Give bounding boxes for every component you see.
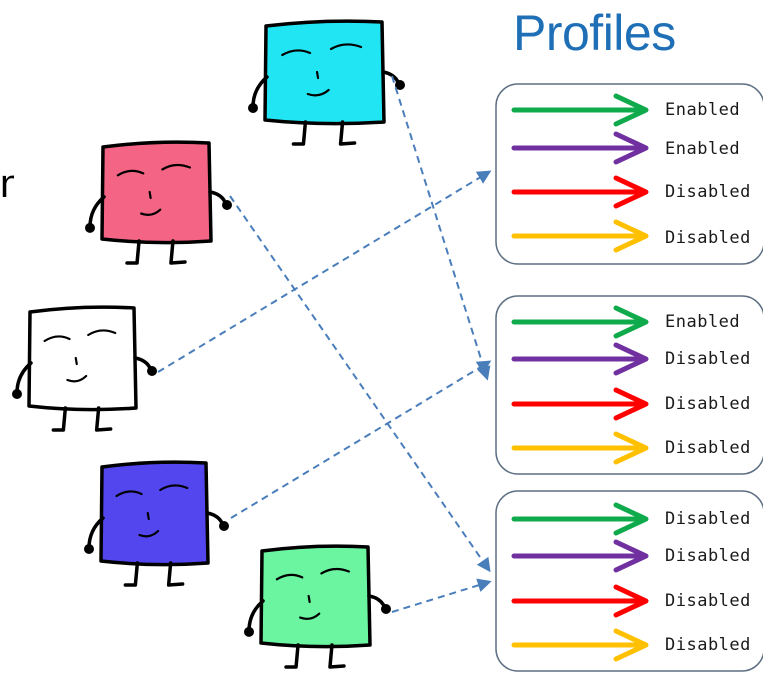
link-white-to-profile-1 (157, 170, 492, 373)
profile-2-status-green: Enabled (665, 312, 741, 332)
profile-1-status-purple: Enabled (665, 139, 741, 159)
profile-3-status-green: Disabled (665, 509, 751, 529)
link-green-to-profile-3 (391, 578, 492, 613)
green-character (244, 544, 391, 669)
blue-character (84, 460, 229, 587)
cropped-label: n (0, 162, 14, 206)
profile-box-2 (495, 295, 763, 475)
profile-2-purple-arrow (511, 342, 649, 376)
link-blue-to-profile-2 (230, 360, 492, 519)
profile-3-purple-arrow (511, 539, 649, 573)
profile-2-green-arrow (511, 305, 649, 339)
profile-3-status-yellow: Disabled (665, 635, 751, 655)
pink-character (85, 140, 232, 265)
profile-2-status-red: Disabled (665, 394, 751, 414)
profile-3-yellow-arrow (511, 628, 649, 662)
profile-3-green-arrow (511, 502, 649, 536)
white-character (12, 305, 157, 432)
profile-1-purple-arrow (511, 131, 649, 165)
profile-3-status-purple: Disabled (665, 546, 751, 566)
profile-1-status-yellow: Disabled (665, 228, 751, 248)
profile-1-red-arrow (511, 175, 649, 209)
profile-1-status-red: Disabled (665, 182, 751, 202)
link-cyan-to-profile-2 (391, 75, 491, 381)
profile-1-yellow-arrow (511, 219, 649, 253)
profile-box-1 (495, 83, 763, 265)
cyan-character (248, 19, 405, 146)
profile-2-yellow-arrow (511, 431, 649, 465)
profiles-title: Profiles (513, 5, 676, 61)
profile-3-status-red: Disabled (665, 591, 751, 611)
link-pink-to-profile-3 (229, 195, 491, 573)
profile-2-red-arrow (511, 387, 649, 421)
profile-1-status-green: Enabled (665, 100, 741, 120)
profile-1-green-arrow (511, 93, 649, 127)
profile-2-status-purple: Disabled (665, 349, 751, 369)
profile-box-3 (495, 490, 763, 672)
profile-3-red-arrow (511, 584, 649, 618)
profile-2-status-yellow: Disabled (665, 438, 751, 458)
